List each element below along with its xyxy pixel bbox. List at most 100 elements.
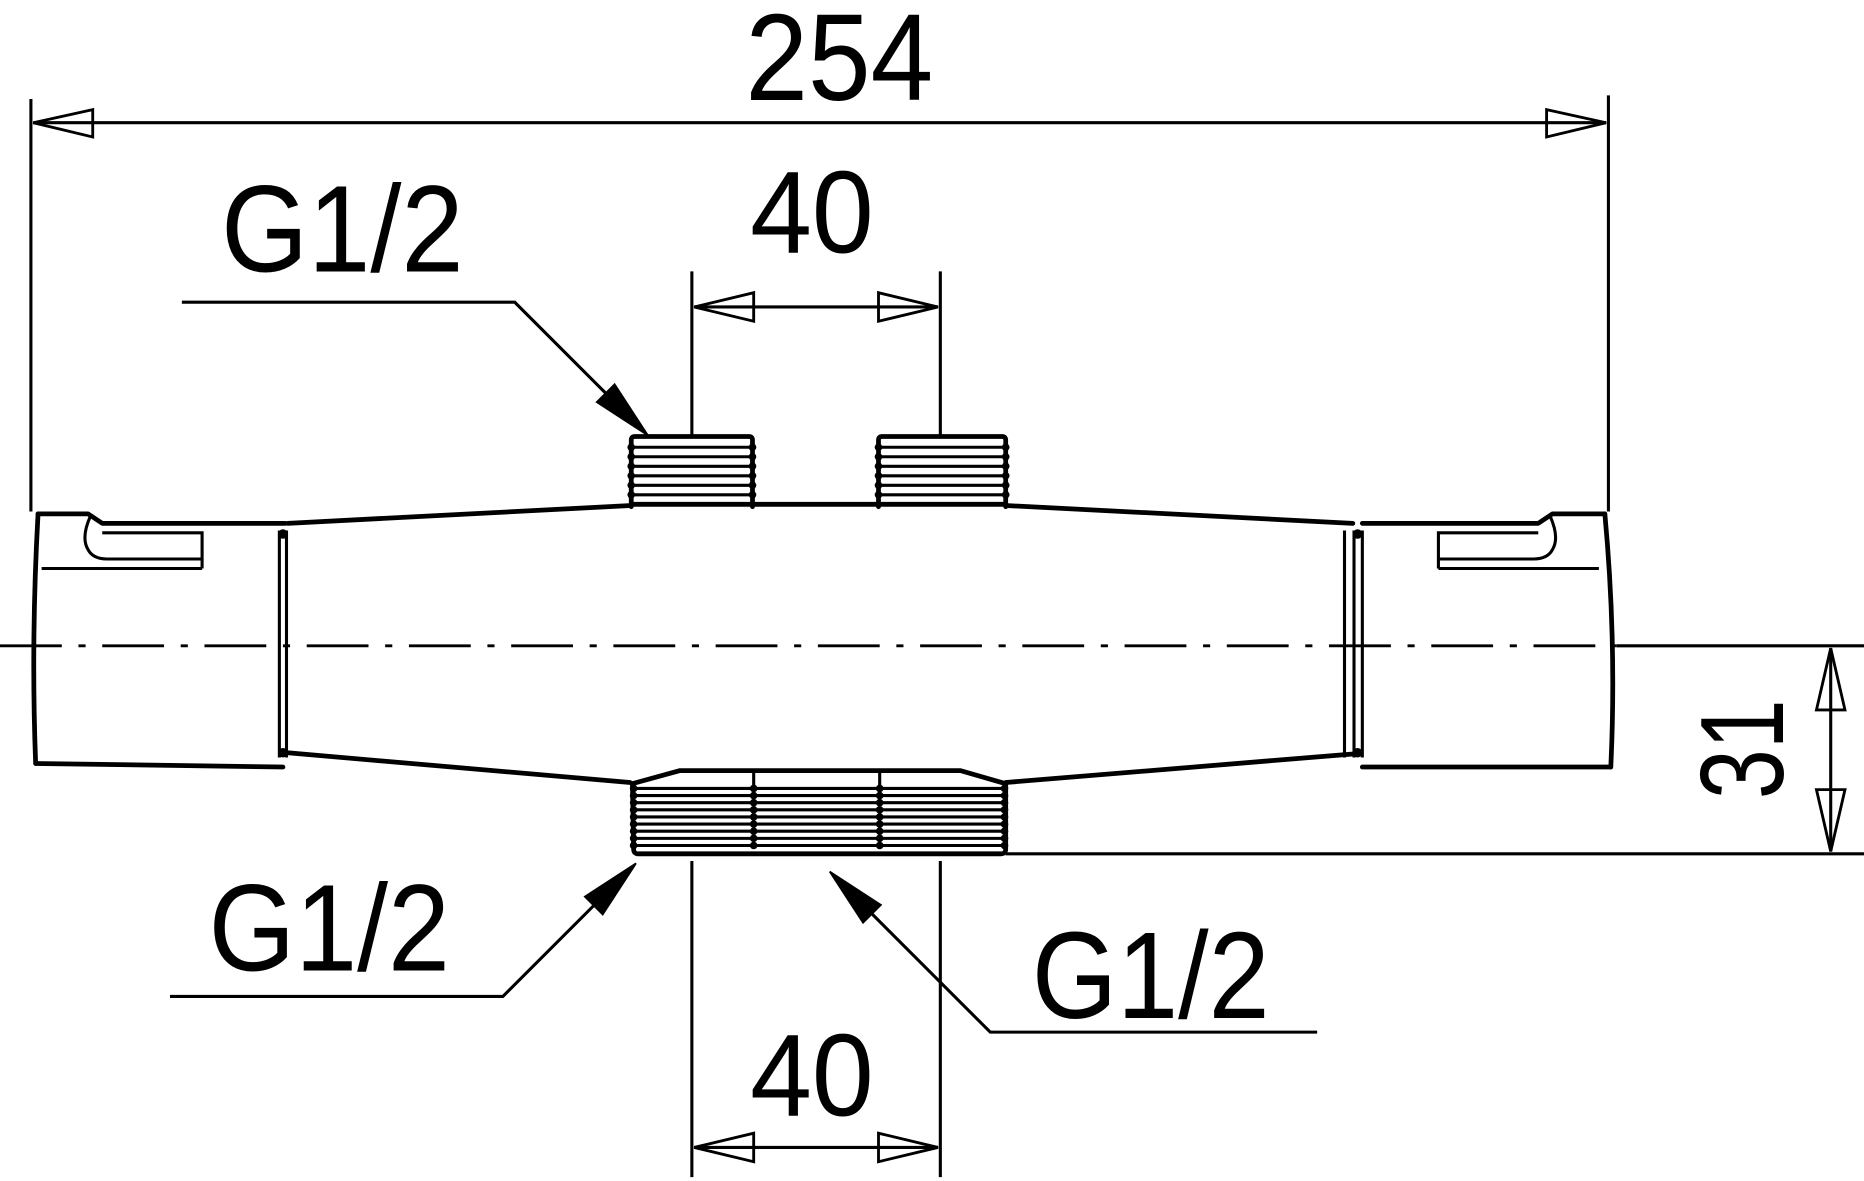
thread-crest <box>1001 490 1010 499</box>
thread-crest <box>749 798 758 807</box>
thread-chamfer <box>630 768 1009 787</box>
arrowhead-left <box>693 1131 756 1164</box>
thread-crest <box>748 452 757 461</box>
housing-bottom-right-taper <box>1003 751 1356 785</box>
thread-crest <box>874 471 883 480</box>
thread-crest <box>1000 806 1009 814</box>
thread-crest <box>875 806 884 814</box>
right-end-cap <box>1342 511 1616 770</box>
thread-crest <box>629 820 638 828</box>
thread-crest <box>629 806 638 814</box>
thread-crest <box>1000 834 1009 843</box>
bottom-right-outlet-thread-label: G1/2 <box>1032 907 1270 1045</box>
leader-line <box>181 300 610 398</box>
left-cap-bottom-edge <box>33 761 286 770</box>
housing-top-left-taper <box>285 503 634 526</box>
left-cap-joint-dot <box>278 748 288 758</box>
thread-crest <box>748 471 757 480</box>
bottom-outlet-thread <box>629 768 1009 857</box>
thread-crest <box>749 813 758 821</box>
arrowhead-left <box>693 290 756 324</box>
left-cap-slot-curve <box>83 515 203 561</box>
arrowhead-bottom <box>1814 788 1847 852</box>
thread-crest <box>748 481 757 490</box>
top-left-inlet-thread <box>627 434 757 510</box>
thread-crest <box>875 813 884 821</box>
thread-crest <box>1001 452 1010 461</box>
thread-crest <box>748 490 757 499</box>
left-end-cap <box>31 511 289 770</box>
thread-crest <box>627 490 636 499</box>
bottom-left-outlet-thread-callout: G1/2 <box>169 859 637 999</box>
housing <box>285 501 1356 785</box>
thread-crest <box>629 813 638 821</box>
thread-crest <box>1000 813 1009 821</box>
thread-crest <box>749 791 758 800</box>
thread-crest <box>1000 798 1009 807</box>
thread-crest <box>627 462 636 471</box>
thread-crest <box>749 820 758 828</box>
thread-crest <box>749 827 758 836</box>
thread-crest <box>874 481 883 490</box>
right-cap-joint-dot <box>1352 529 1363 539</box>
right-cap-outer-edge <box>1602 511 1616 770</box>
thread-outline <box>630 781 1009 857</box>
bottom-right-outlet-thread-callout: G1/2 <box>829 870 1318 1045</box>
thread-crest <box>875 841 884 850</box>
thread-crest <box>1001 481 1010 490</box>
thread-crest <box>874 443 883 452</box>
top-inlet-thread-label: G1/2 <box>221 160 464 298</box>
housing-bottom-left-taper <box>285 750 633 785</box>
thread-crest <box>627 481 636 490</box>
thread-crest <box>627 443 636 452</box>
thread-crest <box>1001 462 1010 471</box>
left-cap-top-edge <box>35 511 288 526</box>
right-cap-slot-curve <box>1438 515 1558 561</box>
thread-crest <box>629 791 638 800</box>
arrowhead-top <box>1814 647 1847 712</box>
left-cap-joint-dot <box>278 529 288 539</box>
left-cap-slot-top <box>102 531 204 569</box>
arrowhead-left <box>32 107 95 139</box>
overall-length-dimension: 254 <box>29 0 1610 512</box>
centerline-to-outlet-dimension: 31 <box>1005 644 1864 856</box>
thread-crest <box>748 443 757 452</box>
thread-crest <box>629 827 638 836</box>
leader-arrowhead <box>583 862 637 916</box>
thread-crest <box>627 471 636 480</box>
thread-crest <box>875 834 884 843</box>
thread-crest <box>629 784 638 793</box>
thread-crest <box>874 490 883 499</box>
thread-crest <box>748 462 757 471</box>
thread-crest <box>1000 820 1009 828</box>
arrowhead-right <box>1545 107 1607 139</box>
top-inlet-spacing-label: 40 <box>750 147 874 277</box>
thread-crest <box>1000 784 1009 793</box>
top-inlet-thread-callout: G1/2 <box>181 160 649 437</box>
thread-crest <box>627 452 636 461</box>
bottom-outlet-spacing-label: 40 <box>750 1010 874 1140</box>
thread-crest <box>629 841 638 850</box>
thread-crest <box>1001 443 1010 452</box>
arrowhead-right <box>877 1131 939 1164</box>
left-cap-outer-edge <box>31 511 41 766</box>
right-cap-top-edge <box>1359 511 1608 526</box>
housing-top-right-taper <box>1003 503 1356 526</box>
thread-outline <box>876 434 1009 510</box>
arrowhead-right <box>877 290 939 324</box>
thread-crest <box>875 798 884 807</box>
right-cap-joint-dot <box>1352 748 1363 758</box>
thread-crest <box>874 452 883 461</box>
top-right-inlet-thread <box>874 434 1010 510</box>
thread-crest <box>1000 841 1009 850</box>
thread-crest <box>749 834 758 843</box>
leader-arrowhead <box>829 870 883 925</box>
mixer-body <box>31 434 1616 857</box>
thread-crest <box>629 798 638 807</box>
leader-line <box>169 901 598 999</box>
leader-arrowhead <box>595 382 649 437</box>
thread-crest <box>874 462 883 471</box>
thread-outline <box>628 434 755 510</box>
thread-crest <box>629 834 638 843</box>
